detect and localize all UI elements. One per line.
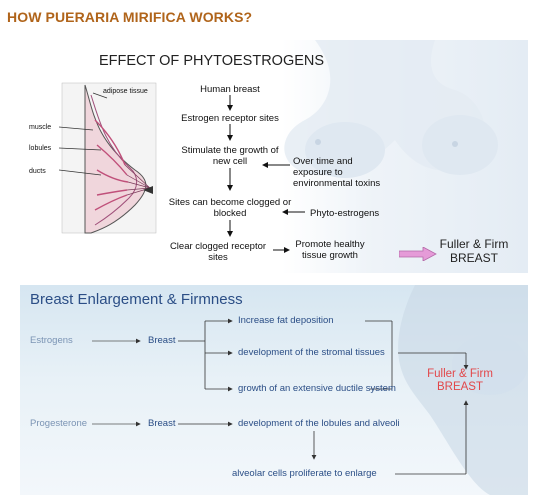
note-phyto-estrogens: Phyto-estrogens bbox=[310, 208, 380, 219]
progesterone-label: Progesterone bbox=[30, 418, 88, 429]
pink-arrow-icon bbox=[399, 247, 437, 261]
estrogens-label: Estrogens bbox=[30, 335, 73, 346]
label-ducts: ducts bbox=[29, 168, 46, 175]
step-estrogen-receptor: Estrogen receptor sites bbox=[181, 113, 279, 124]
effect-stromal-tissues: development of the stromal tissues bbox=[238, 347, 385, 358]
breast-anatomy-diagram bbox=[58, 82, 157, 234]
effect-lobules-alveoli: development of the lobules and alveoli bbox=[238, 418, 400, 429]
effect-fat-deposition: Increase fat deposition bbox=[238, 315, 334, 326]
breast-label-1: Breast bbox=[148, 335, 176, 346]
label-adipose-tissue: adipose tissue bbox=[103, 88, 148, 95]
step-sites-clogged: Sites can become clogged or blocked bbox=[168, 197, 292, 219]
panel1-result: Fuller & Firm BREAST bbox=[439, 237, 509, 265]
step-clear-clogged: Clear clogged receptor sites bbox=[169, 241, 267, 263]
label-muscle: muscle bbox=[29, 124, 52, 131]
page-title: HOW PUERARIA MIRIFICA WORKS? bbox=[7, 9, 253, 25]
effect-alveolar-cells: alveolar cells proliferate to enlarge bbox=[232, 468, 377, 479]
breast-label-2: Breast bbox=[148, 418, 176, 429]
step-stimulate-growth: Stimulate the growth of new cell bbox=[181, 145, 279, 167]
flow-arrows bbox=[227, 95, 305, 253]
pathway-lines bbox=[92, 318, 469, 475]
enlargement-panel: Breast Enlargement & Firmness Estrogens … bbox=[20, 285, 528, 495]
torso-silhouette bbox=[284, 40, 498, 178]
step-human-breast: Human breast bbox=[200, 84, 260, 95]
panel2-result: Fuller & Firm BREAST bbox=[427, 368, 493, 393]
effect-ductile-system: growth of an extensive ductile system bbox=[238, 383, 396, 394]
panel2-title: Breast Enlargement & Firmness bbox=[30, 291, 243, 308]
note-environmental-toxins: Over time and exposure to environmental … bbox=[293, 156, 381, 189]
torso-silhouette-2 bbox=[398, 285, 528, 495]
label-lobules: lobules bbox=[29, 145, 52, 152]
phytoestrogen-panel: EFFECT OF PHYTOESTROGENS adipose tissue … bbox=[15, 40, 528, 273]
note-promote-healthy: Promote healthy tissue growth bbox=[295, 239, 365, 261]
panel1-title: EFFECT OF PHYTOESTROGENS bbox=[99, 53, 325, 69]
